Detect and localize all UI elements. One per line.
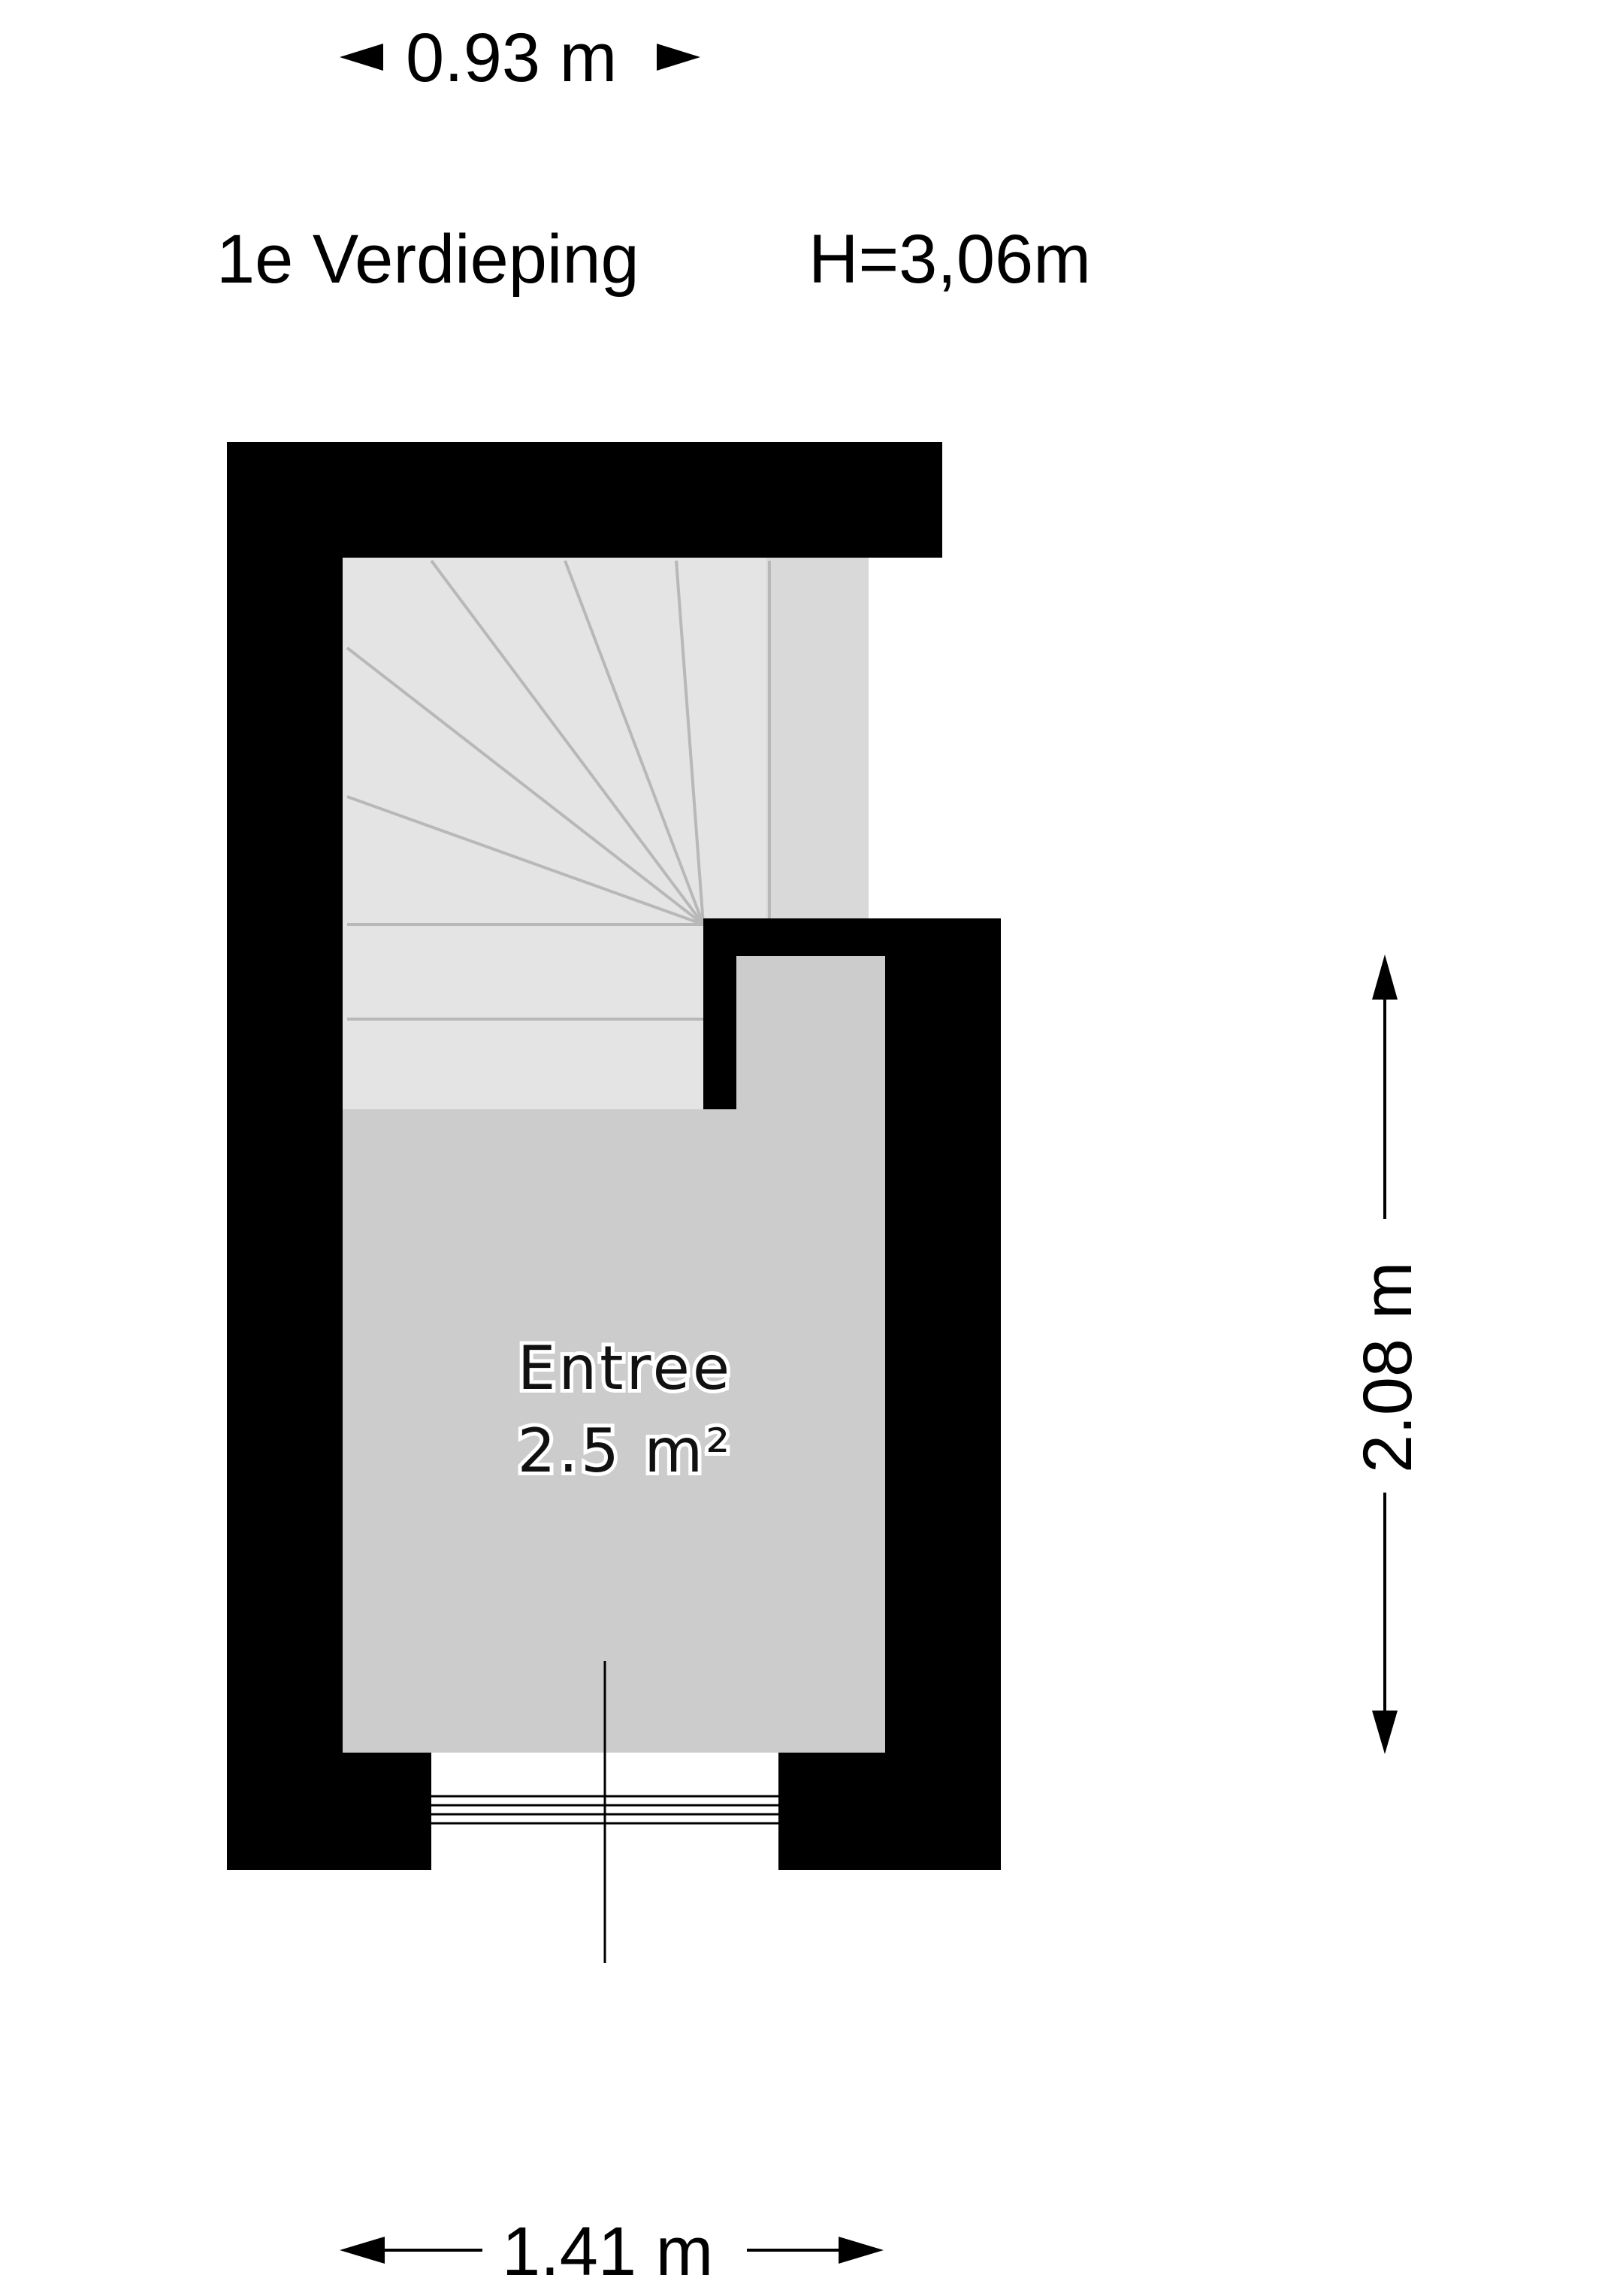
top-dimension-label: 0.93 m bbox=[406, 20, 617, 96]
top-dimension: 0.93 m bbox=[340, 20, 700, 96]
room-entree-name: Entree bbox=[518, 1333, 733, 1403]
room-entree-area: 2.5 m² bbox=[518, 1416, 733, 1486]
stair-area bbox=[343, 556, 869, 1109]
wall-right bbox=[885, 918, 1001, 1870]
wall-bottom-right bbox=[778, 1753, 1001, 1870]
top-dimension-right-arrow bbox=[657, 44, 700, 71]
wall-left bbox=[227, 442, 343, 1870]
floor-name: 1e Verdieping bbox=[216, 221, 639, 298]
wall-right-top bbox=[703, 918, 1001, 956]
right-dimension-bottom-arrow bbox=[1372, 1711, 1398, 1754]
right-dimension-label: 2.08 m bbox=[1349, 1262, 1426, 1473]
bottom-dimension-right-arrow bbox=[839, 2237, 884, 2264]
walls bbox=[227, 442, 1001, 1870]
room-entree-floor bbox=[343, 956, 885, 1753]
right-dimension-top-arrow bbox=[1372, 954, 1398, 1000]
staircase bbox=[343, 556, 869, 1109]
stair-step-lines bbox=[346, 559, 771, 1021]
bottom-dimension-label: 1.41 m bbox=[502, 2213, 713, 2290]
top-dimension-left-arrow bbox=[340, 44, 383, 71]
bottom-dimension: 1.41 m bbox=[340, 2213, 884, 2290]
bottom-dimension-left-arrow bbox=[340, 2237, 385, 2264]
floor-height: H=3,06m bbox=[808, 221, 1091, 298]
right-dimension: 2.08 m bbox=[1349, 954, 1426, 1754]
stair-landing-shade bbox=[766, 556, 869, 924]
wall-bottom-left bbox=[227, 1753, 431, 1870]
wall-top bbox=[227, 442, 942, 558]
wall-inner-stub bbox=[703, 918, 736, 1109]
